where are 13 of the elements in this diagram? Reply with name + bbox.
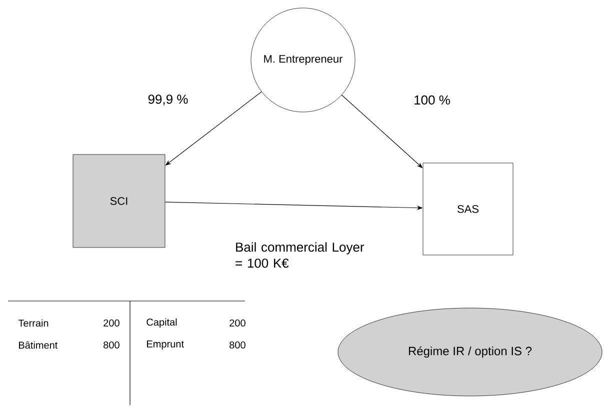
table-cell: 800 — [104, 341, 120, 349]
table-cell: 200 — [104, 319, 120, 327]
table-cell: 800 — [230, 341, 246, 349]
table-cell: Emprunt — [147, 340, 184, 350]
edge-label: 100 % — [412, 94, 452, 106]
entity-box: SAS — [422, 162, 514, 256]
entity-box: SCI — [72, 154, 166, 248]
edge-label: Bail commercial Loyer = 100 K€ — [234, 241, 366, 269]
table-cell: Capital — [146, 318, 177, 328]
edge-label: 99,9 % — [146, 94, 190, 106]
table-cell: 200 — [230, 319, 246, 327]
table-cell: Terrain — [18, 319, 48, 327]
table-cell: Bâtiment — [19, 341, 58, 349]
